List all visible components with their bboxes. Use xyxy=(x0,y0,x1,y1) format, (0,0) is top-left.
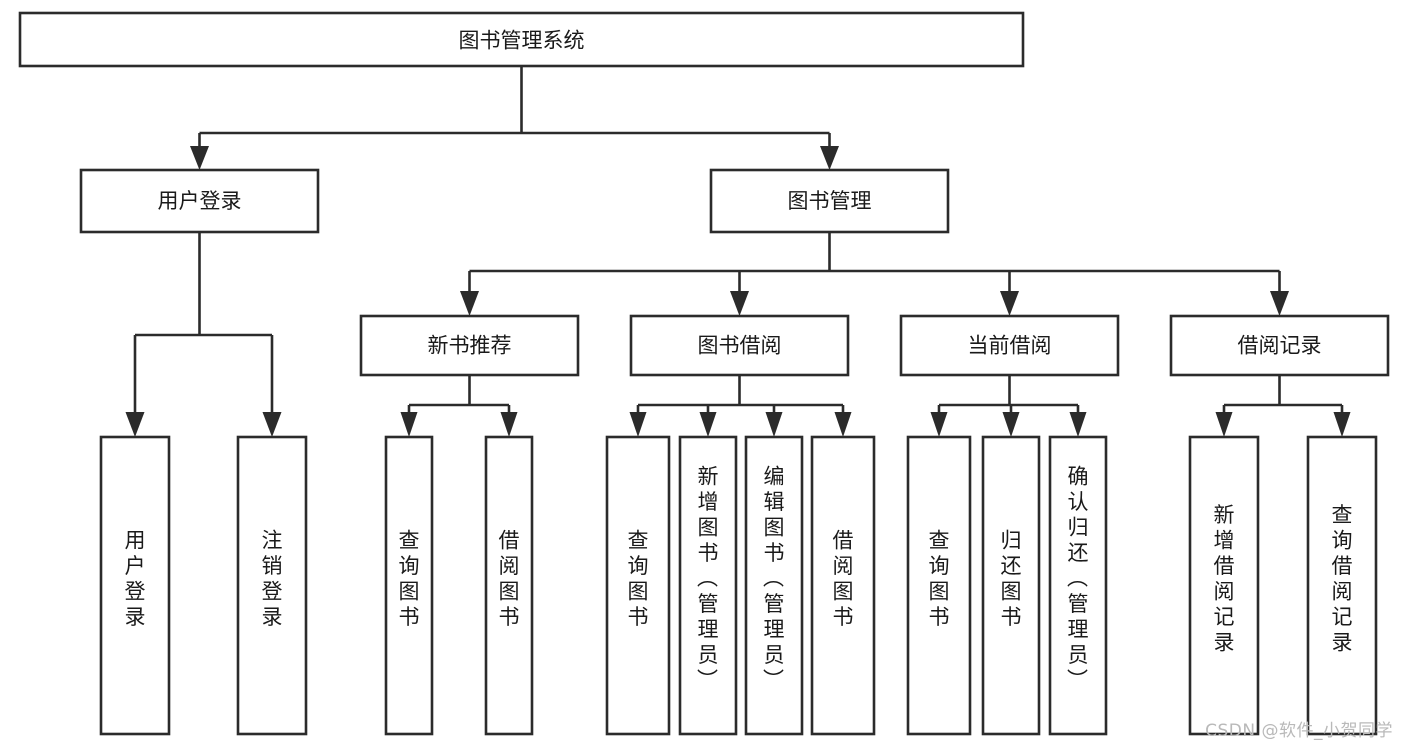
leaf-node-layer: 用户登录 注销登录 查询图书 借阅图书 查询图书 新增图书（管理员） 编辑图书（管理员） 借阅… xyxy=(99,435,1378,736)
arrow-head-leaf-add-book xyxy=(699,412,717,437)
arrow-head-leaf-confirm-return xyxy=(1069,412,1087,437)
node-leaf-add-book[interactable]: 新增图书（管理员） xyxy=(678,435,738,736)
node-leaf-edit-book-label: 编辑图书（管理员） xyxy=(763,465,785,693)
node-new-book-rec-label: 新书推荐 xyxy=(428,334,512,358)
arrow-head-leaf-query-record xyxy=(1333,412,1351,437)
arrow-head-leaf-edit-book xyxy=(765,412,783,437)
arrow-head-borrow-record xyxy=(1270,291,1289,316)
node-leaf-add-record[interactable]: 新增借阅记录 xyxy=(1188,435,1260,736)
arrow-head-book-mgmt xyxy=(820,146,839,170)
node-leaf-add-book-box[interactable] xyxy=(678,435,738,736)
node-leaf-return-book-box[interactable] xyxy=(981,435,1041,736)
node-leaf-query-book-2-box[interactable] xyxy=(605,435,671,736)
node-root-box[interactable] xyxy=(18,11,1025,68)
node-leaf-query-book-3[interactable]: 查询图书 xyxy=(906,435,972,736)
arrow-head-current-borrow xyxy=(1000,291,1019,316)
node-root[interactable]: 图书管理系统 xyxy=(18,11,1025,68)
node-leaf-query-book-2-label: 查询图书 xyxy=(628,528,649,629)
connector-user-login-to-leaves xyxy=(125,232,282,437)
arrow-head-book-borrow xyxy=(730,291,749,316)
node-leaf-edit-book[interactable]: 编辑图书（管理员） xyxy=(744,435,804,736)
node-leaf-borrow-book-2-box[interactable] xyxy=(810,435,876,736)
node-current-borrow-label: 当前借阅 xyxy=(968,334,1052,358)
node-leaf-query-book-1-label: 查询图书 xyxy=(399,528,420,629)
node-leaf-logout-label: 注销登录 xyxy=(262,528,283,629)
node-leaf-edit-book-box[interactable] xyxy=(744,435,804,736)
connector-current-borrow-to-leaves xyxy=(930,375,1087,437)
node-leaf-return-book-label: 归还图书 xyxy=(1001,528,1022,629)
node-leaf-borrow-book-1[interactable]: 借阅图书 xyxy=(484,435,534,736)
arrow-head-leaf-add-record xyxy=(1215,412,1233,437)
node-leaf-query-record-box[interactable] xyxy=(1306,435,1378,736)
node-current-borrow[interactable]: 当前借阅 xyxy=(899,314,1120,377)
node-leaf-confirm-return[interactable]: 确认归还（管理员） xyxy=(1048,435,1108,736)
node-leaf-logout-box[interactable] xyxy=(236,435,308,736)
node-leaf-confirm-return-label: 确认归还（管理员） xyxy=(1067,465,1089,693)
node-leaf-query-book-1[interactable]: 查询图书 xyxy=(384,435,434,736)
node-new-book-rec-box[interactable] xyxy=(359,314,580,377)
arrow-head-leaf-query-book-2 xyxy=(629,412,647,437)
node-leaf-return-book[interactable]: 归还图书 xyxy=(981,435,1041,736)
connector-book-mgmt-to-level3 xyxy=(460,232,1289,316)
arrow-head-new-book-rec xyxy=(460,291,479,316)
node-leaf-user-login[interactable]: 用户登录 xyxy=(99,435,171,736)
node-leaf-logout[interactable]: 注销登录 xyxy=(236,435,308,736)
arrow-head-leaf-logout xyxy=(262,412,282,437)
connector-root-to-level2 xyxy=(190,66,839,170)
connector-borrow-record-to-leaves xyxy=(1215,375,1351,437)
node-book-mgmt-box[interactable] xyxy=(709,168,950,234)
node-current-borrow-box[interactable] xyxy=(899,314,1120,377)
node-leaf-add-record-label: 新增借阅记录 xyxy=(1214,503,1235,655)
arrow-head-user-login xyxy=(190,146,209,170)
connector-layer xyxy=(125,66,1351,437)
node-book-mgmt[interactable]: 图书管理 xyxy=(709,168,950,234)
node-borrow-record-box[interactable] xyxy=(1169,314,1390,377)
node-leaf-borrow-book-1-label: 借阅图书 xyxy=(499,528,520,629)
node-user-login[interactable]: 用户登录 xyxy=(79,168,320,234)
node-leaf-query-book-3-label: 查询图书 xyxy=(929,528,950,629)
node-leaf-confirm-return-box[interactable] xyxy=(1048,435,1108,736)
arrow-head-leaf-borrow-book-1 xyxy=(500,412,518,437)
node-book-borrow-box[interactable] xyxy=(629,314,850,377)
node-book-mgmt-label: 图书管理 xyxy=(788,189,872,213)
node-borrow-record[interactable]: 借阅记录 xyxy=(1169,314,1390,377)
arrow-head-leaf-user-login xyxy=(125,412,145,437)
node-leaf-user-login-box[interactable] xyxy=(99,435,171,736)
node-leaf-add-book-label: 新增图书（管理员） xyxy=(697,465,719,693)
node-borrow-record-label: 借阅记录 xyxy=(1238,334,1322,358)
arrow-head-leaf-query-book-3 xyxy=(930,412,948,437)
node-user-login-box[interactable] xyxy=(79,168,320,234)
node-leaf-query-record[interactable]: 查询借阅记录 xyxy=(1306,435,1378,736)
connector-new-book-rec-to-leaves xyxy=(400,375,518,437)
arrow-head-leaf-borrow-book-2 xyxy=(834,412,852,437)
node-user-login-label: 用户登录 xyxy=(158,189,242,213)
node-leaf-borrow-book-2[interactable]: 借阅图书 xyxy=(810,435,876,736)
node-leaf-query-book-2[interactable]: 查询图书 xyxy=(605,435,671,736)
arrow-head-leaf-query-book-1 xyxy=(400,412,418,437)
node-leaf-borrow-book-2-label: 借阅图书 xyxy=(833,528,854,629)
node-root-label: 图书管理系统 xyxy=(459,29,585,53)
node-leaf-query-book-1-box[interactable] xyxy=(384,435,434,736)
node-leaf-borrow-book-1-box[interactable] xyxy=(484,435,534,736)
node-leaf-query-record-label: 查询借阅记录 xyxy=(1332,503,1353,655)
connector-book-borrow-to-leaves xyxy=(629,375,852,437)
node-book-borrow[interactable]: 图书借阅 xyxy=(629,314,850,377)
node-new-book-rec[interactable]: 新书推荐 xyxy=(359,314,580,377)
arrow-head-leaf-return-book xyxy=(1002,412,1020,437)
node-book-borrow-label: 图书借阅 xyxy=(698,334,782,358)
node-leaf-query-book-3-box[interactable] xyxy=(906,435,972,736)
node-leaf-add-record-box[interactable] xyxy=(1188,435,1260,736)
node-leaf-user-login-label: 用户登录 xyxy=(125,528,146,629)
